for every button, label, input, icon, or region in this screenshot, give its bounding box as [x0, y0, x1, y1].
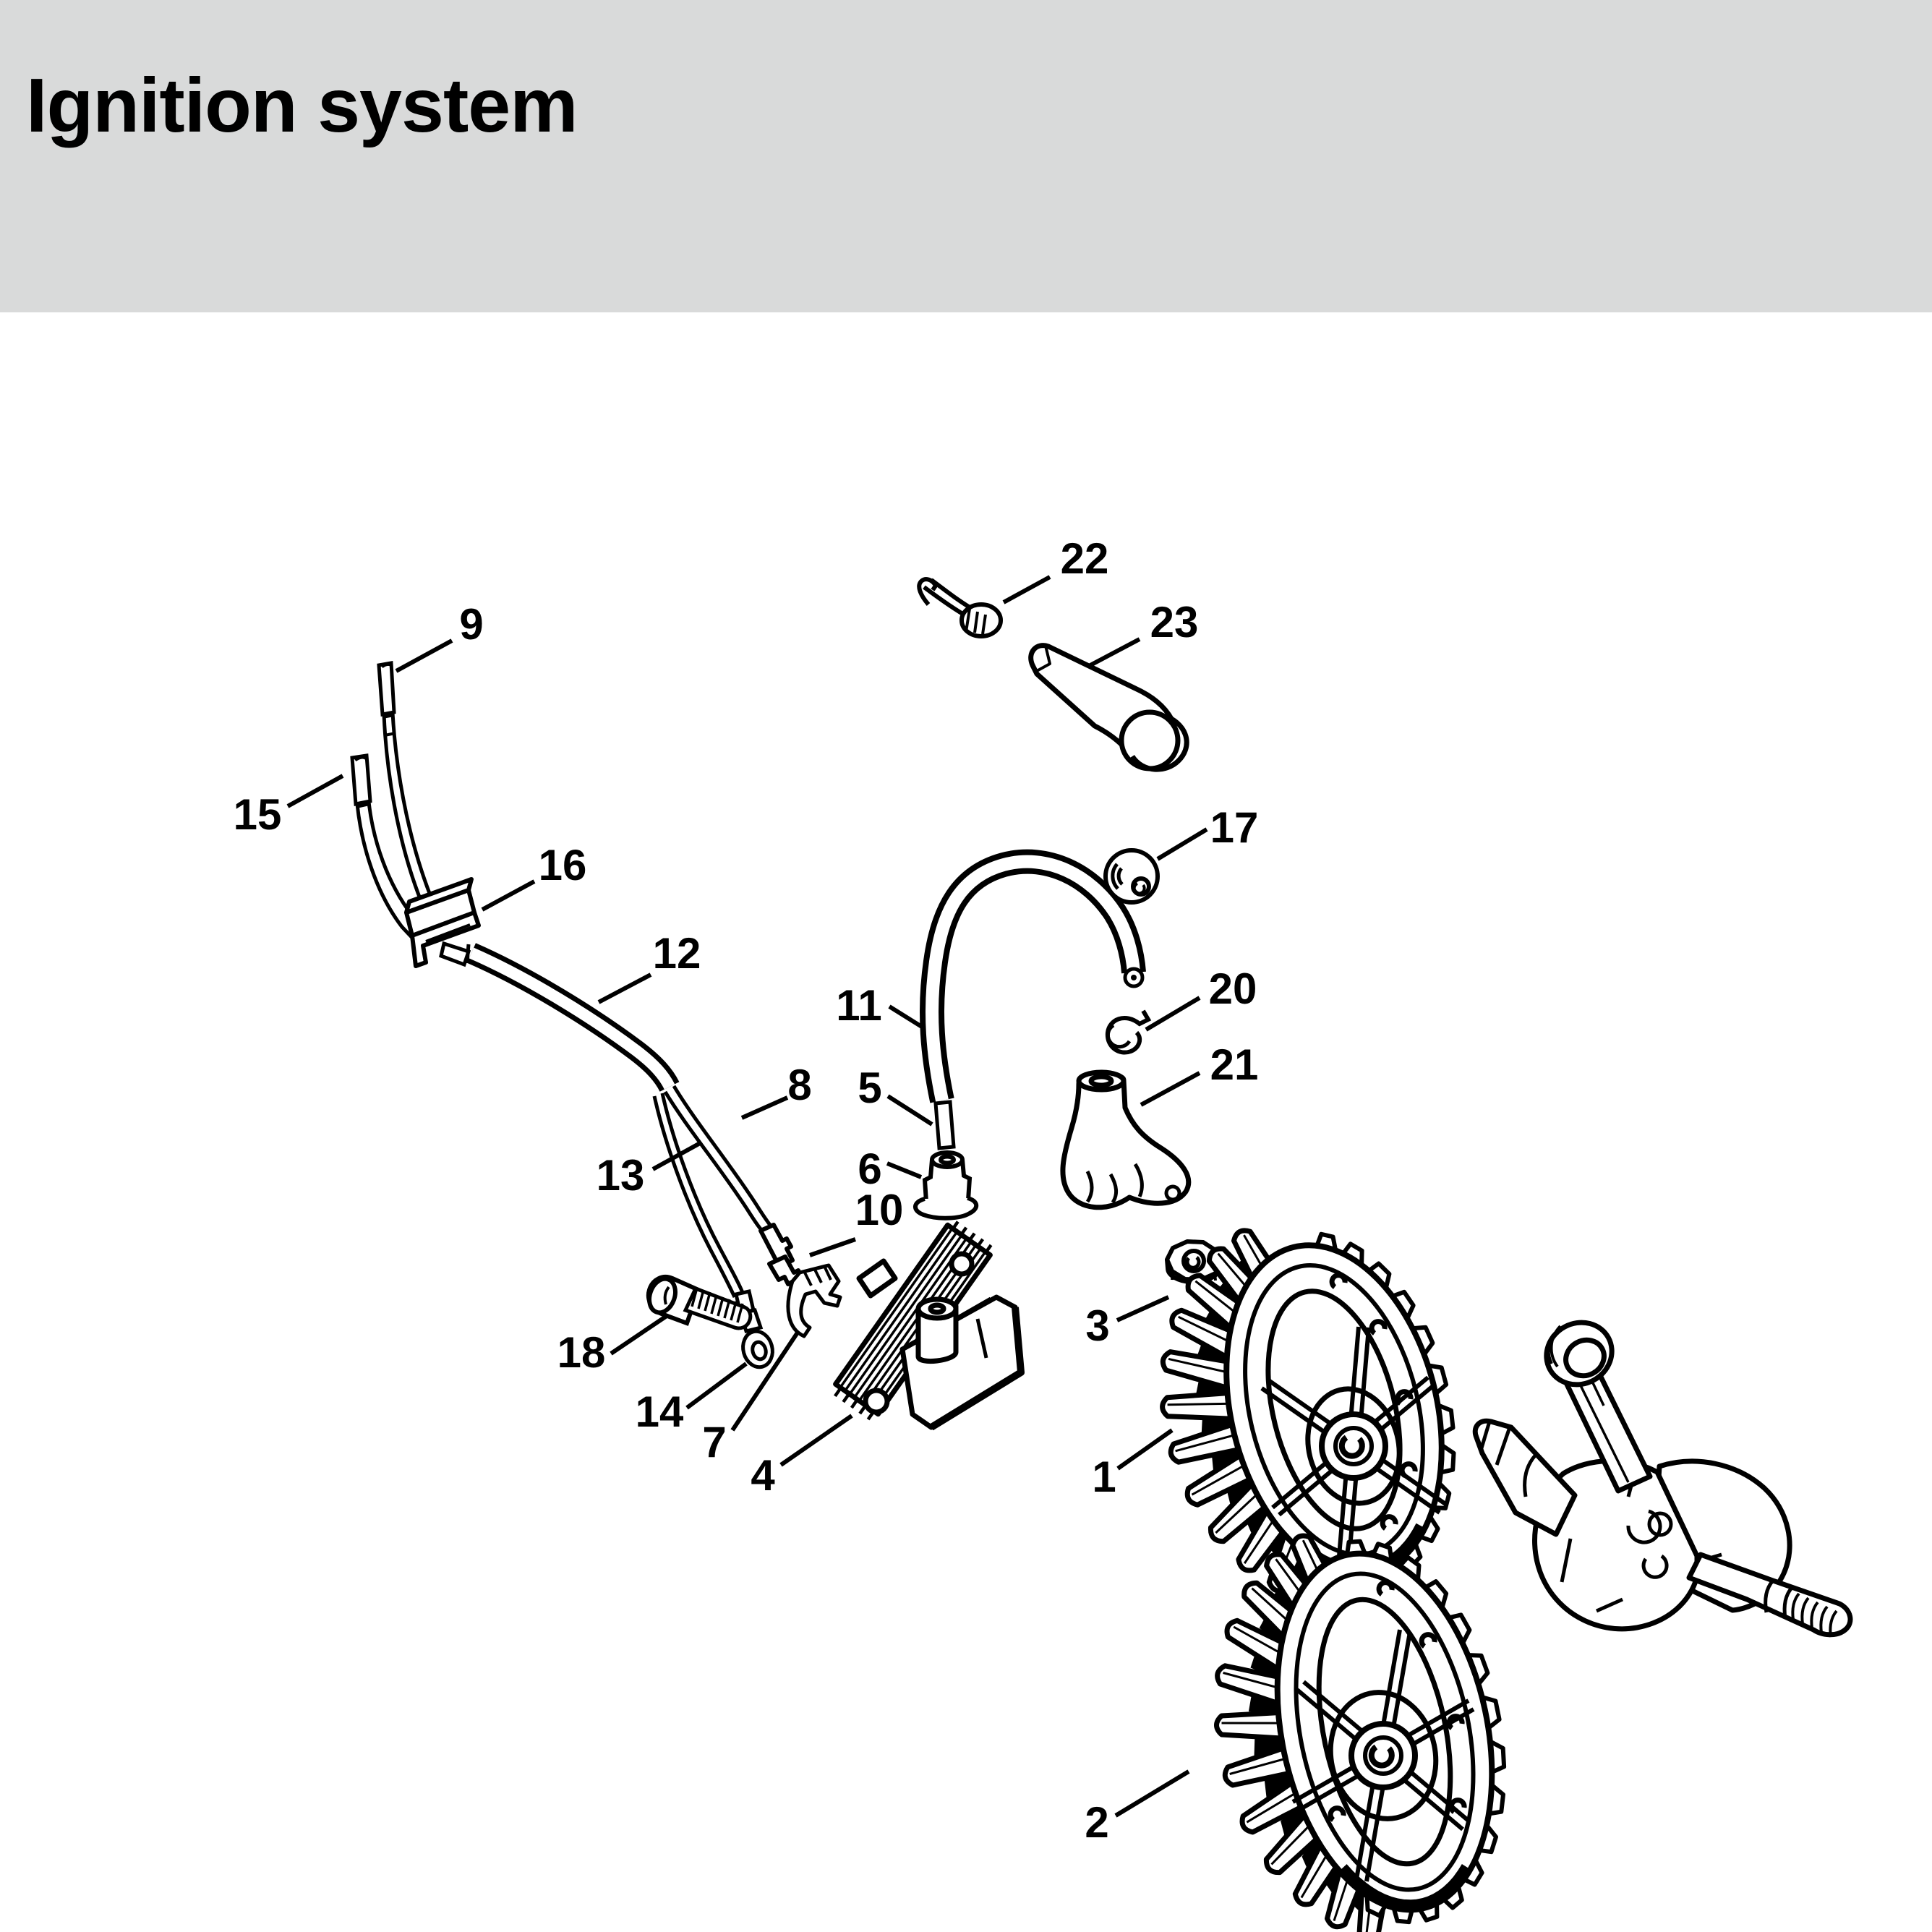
svg-text:8: 8 [787, 1061, 811, 1109]
svg-text:7: 7 [702, 1418, 726, 1466]
svg-text:4: 4 [751, 1451, 775, 1500]
svg-text:1: 1 [1092, 1453, 1116, 1501]
svg-text:14: 14 [636, 1388, 684, 1436]
svg-text:21: 21 [1210, 1040, 1259, 1089]
svg-text:20: 20 [1209, 965, 1257, 1013]
svg-text:9: 9 [459, 600, 483, 649]
svg-text:13: 13 [597, 1151, 645, 1200]
svg-text:11: 11 [836, 981, 881, 1030]
svg-text:5: 5 [858, 1064, 881, 1112]
svg-text:15: 15 [234, 790, 282, 839]
svg-text:10: 10 [855, 1186, 904, 1234]
svg-text:3: 3 [1085, 1301, 1109, 1350]
svg-text:Ignition system: Ignition system [26, 63, 577, 148]
svg-text:18: 18 [557, 1328, 606, 1377]
svg-text:2: 2 [1085, 1798, 1108, 1847]
svg-text:17: 17 [1210, 803, 1259, 852]
svg-text:6: 6 [858, 1145, 881, 1193]
svg-text:23: 23 [1150, 598, 1199, 646]
svg-text:16: 16 [539, 841, 587, 889]
svg-text:22: 22 [1061, 534, 1109, 583]
svg-text:12: 12 [653, 929, 701, 978]
